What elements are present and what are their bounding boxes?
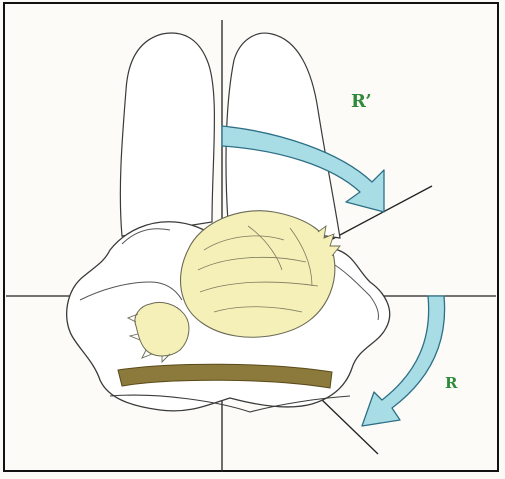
label-r: R bbox=[445, 374, 458, 392]
left-root bbox=[120, 33, 214, 236]
label-r-prime: R’ bbox=[351, 91, 372, 112]
large-pulp-chamber bbox=[181, 211, 335, 337]
